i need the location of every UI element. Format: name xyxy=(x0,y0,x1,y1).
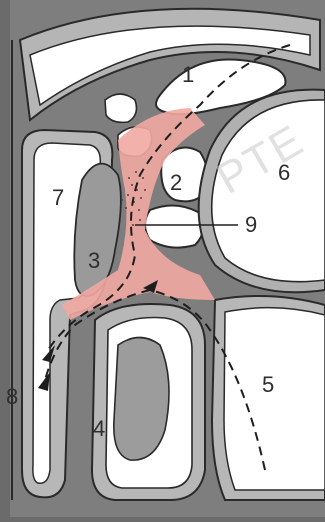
turbinate-4 xyxy=(114,338,169,461)
label-8: 8 xyxy=(6,384,18,409)
label-5: 5 xyxy=(262,372,274,397)
label-3: 3 xyxy=(88,248,100,273)
cell-lower xyxy=(145,205,203,247)
label-1: 1 xyxy=(182,62,194,87)
label-4: 4 xyxy=(93,416,105,441)
label-7: 7 xyxy=(52,185,64,210)
label-2: 2 xyxy=(170,170,182,195)
small-cell-a xyxy=(105,94,136,122)
label-9: 9 xyxy=(245,212,257,237)
label-6: 6 xyxy=(278,160,290,185)
right-lower-air xyxy=(224,308,325,490)
